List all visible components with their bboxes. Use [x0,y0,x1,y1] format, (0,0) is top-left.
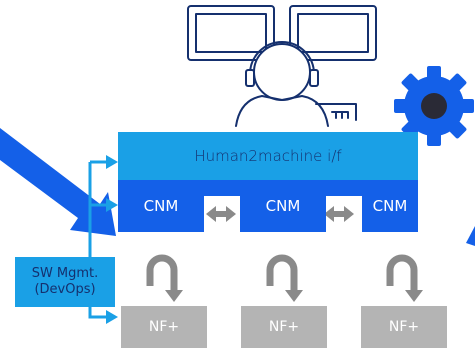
cnm-box: CNM [240,180,326,232]
loop-arrowheads [165,290,423,302]
loop-arrow-icon [146,254,418,292]
cnm-box: CNM [362,180,418,232]
cnm-link [204,180,240,196]
nf-label: NF+ [388,319,420,335]
cnm-label: CNM [143,197,179,215]
cnm-box: CNM [118,180,204,232]
connector-bus [88,160,108,319]
nf-box: NF+ [361,306,447,348]
incoming-big-arrow-icon [0,128,116,236]
human2machine-interface: Human2machine i/f [118,132,418,180]
connector-arrowheads [106,155,118,324]
cnm-link [326,180,362,196]
gear-icon [394,66,474,146]
cnm-label: CNM [372,197,408,215]
nf-box: NF+ [241,306,327,348]
nf-label: NF+ [268,319,300,335]
cnm-label: CNM [265,197,301,215]
nf-box: NF+ [121,306,207,348]
nf-label: NF+ [148,319,180,335]
sw-management-label: SW Mgmt. [31,266,99,281]
sw-management-box: SW Mgmt. (DevOps) [15,257,115,307]
right-edge-arrow-icon [466,226,475,246]
operator-with-monitors-icon [187,5,377,127]
devops-label: (DevOps) [34,282,96,297]
interface-label: Human2machine i/f [194,147,342,165]
double-arrow-icon [206,206,354,222]
